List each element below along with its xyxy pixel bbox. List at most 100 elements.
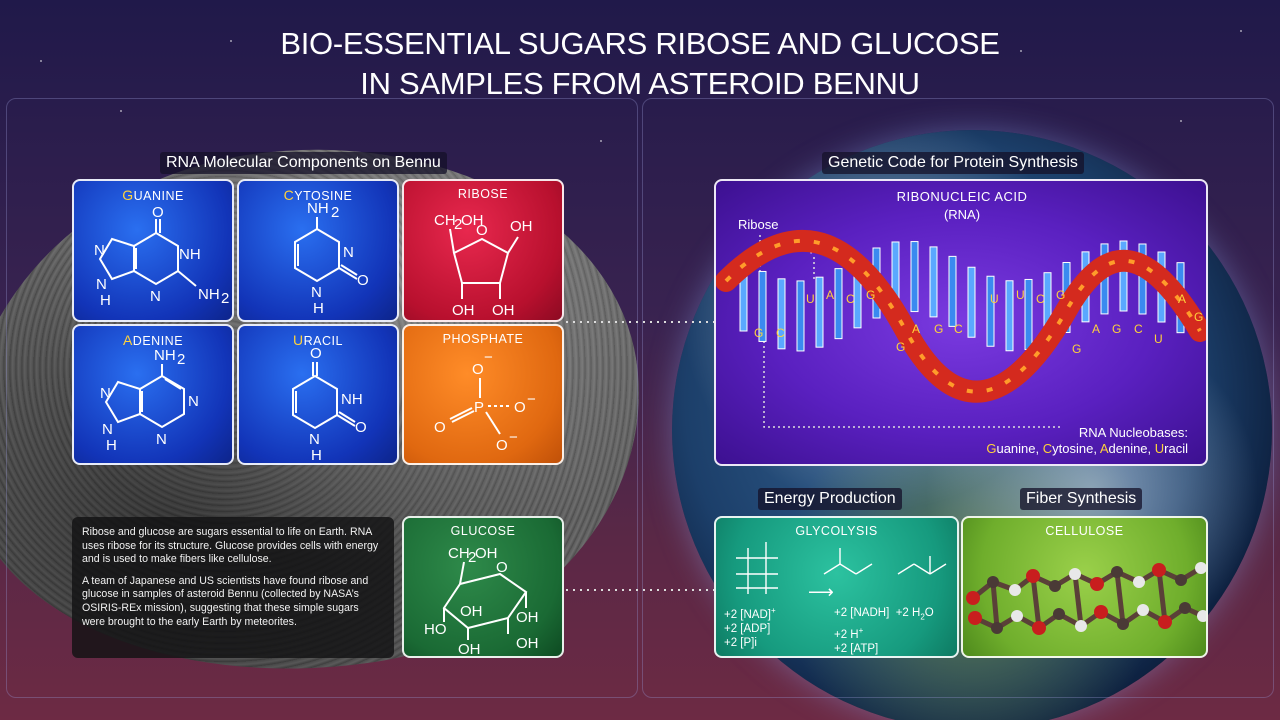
nucleobase-letter-top: A	[1178, 292, 1186, 306]
subscript-2: 2	[177, 351, 185, 368]
title-rest: denine	[132, 334, 184, 348]
nucleobase-letter-top: U	[806, 292, 815, 306]
title-rest: racil	[303, 334, 343, 348]
tile-phosphate: Phosphate O − P O O − O −	[402, 324, 564, 465]
title-initial: A	[122, 332, 133, 348]
cellulose-atom	[1075, 620, 1087, 632]
section-label-genetic-code: Genetic Code for Protein Synthesis	[822, 152, 1084, 174]
cellulose-atom	[1094, 605, 1108, 619]
superscript-plus: +	[858, 626, 864, 636]
nucleotide-bar	[758, 270, 767, 342]
atom-nh2: NH	[154, 347, 176, 364]
cellulose-atoms	[966, 562, 1206, 635]
tile-adenine: Adenine NH 2 N N N N H	[72, 324, 234, 465]
description-paragraph-1: Ribose and glucose are sugars essential …	[82, 526, 379, 566]
cellulose-atom	[1158, 615, 1172, 629]
nucleobase-letter-top: U	[1016, 288, 1025, 302]
atom-o: O	[496, 437, 508, 454]
atom-o: O	[496, 559, 508, 576]
atom-oh: OH	[516, 609, 539, 626]
charge-minus: −	[509, 429, 518, 446]
tile-title-cytosine: Cytosine	[239, 187, 397, 203]
subscript-2: 2	[331, 204, 339, 221]
tile-title-adenine: Adenine	[74, 332, 232, 348]
atom-o: O	[514, 399, 526, 416]
atom-o: O	[476, 222, 488, 239]
atom-o: O	[355, 419, 367, 436]
tile-glycolysis: Glycolysis ⟶ +2 [NAD]+ +2 [ADP] +2 [P]i …	[714, 516, 959, 658]
glycolysis-outputs: +2 [NADH] +2 H2O +2 H+ +2 [ATP]	[834, 606, 934, 656]
output-h: +2 H+	[834, 624, 934, 642]
input-pi: +2 [P]i	[724, 636, 757, 649]
nucleotide-bar	[910, 241, 919, 313]
nucleobase-letter-bottom: A	[1092, 322, 1100, 336]
nucleobase-letter-bottom: C	[1134, 322, 1143, 336]
tile-title-glycolysis: Glycolysis	[795, 524, 878, 538]
nucleobase-letter-bottom: G	[1112, 322, 1121, 336]
guanine-structure: O NH N N N H NH 2	[94, 204, 229, 309]
nucleotide-bar	[1005, 280, 1014, 352]
rna-title-line-2: (RNA)	[944, 207, 980, 222]
atom-n: N	[150, 288, 161, 305]
cellulose-atom	[1152, 563, 1166, 577]
tile-title-glucose: Glucose	[450, 524, 516, 538]
nucleobase-letter-bottom: G	[1194, 310, 1203, 324]
title-rest: ytosine	[294, 189, 353, 203]
nucleobase-letter-bottom: G	[754, 326, 763, 340]
atom-p: P	[474, 399, 484, 416]
atom-oh: OH	[452, 302, 475, 319]
cellulose-atom	[1111, 566, 1123, 578]
glycolysis-inputs: +2 [NAD]+ +2 [ADP] +2 [P]i	[724, 604, 776, 650]
right-frame	[642, 98, 1274, 698]
nucleotide-bar	[834, 268, 843, 340]
base-guanine: uanine,	[996, 441, 1042, 456]
atom-o: O	[434, 419, 446, 436]
cellulose-model	[966, 562, 1206, 635]
input-nad: +2 [NAD]+	[724, 604, 776, 622]
atom-n: N	[343, 244, 354, 261]
adenine-structure: NH 2 N N N N H	[100, 347, 199, 454]
nucleotide-bar	[986, 275, 995, 347]
base-cytosine: ytosine,	[1052, 441, 1100, 456]
title-rest: uanine	[133, 189, 184, 203]
tile-title-cellulose: Cellulose	[1045, 524, 1124, 538]
nucleobase-letter-top: U	[990, 292, 999, 306]
atom-n: N	[102, 421, 113, 438]
nucleobase-letter-top: G	[866, 288, 875, 302]
rna-title-line-1: Ribonucleic Acid	[897, 189, 1028, 204]
atom-nh2: NH	[198, 286, 220, 303]
cellulose-atom	[1175, 574, 1187, 586]
nucleobase-letter-top: G	[1056, 288, 1065, 302]
nucleobase-letter-bottom: A	[912, 322, 920, 336]
initial-a: A	[1100, 441, 1109, 456]
nucleobase-letter-top: C	[846, 292, 855, 306]
pointer-nucleobases	[763, 321, 1062, 428]
atom-n: N	[94, 242, 105, 259]
title-line-1: BIO-ESSENTIAL SUGARS RIBOSE AND GLUCOSE	[280, 26, 1000, 61]
star	[230, 40, 232, 42]
rna-helix-diagram: Ribonucleic Acid (RNA) Ribose Phosphate …	[716, 189, 1206, 456]
atom-o: O	[152, 204, 164, 221]
section-label-energy-production: Energy Production	[758, 488, 902, 510]
atom-h: H	[313, 300, 324, 317]
nucleobase-letter-bottom: U	[1154, 332, 1163, 346]
base-uracil: racil	[1164, 441, 1188, 456]
cellulose-atom	[1009, 584, 1021, 596]
nucleobase-letter-bottom: C	[776, 326, 785, 340]
cellulose-atom	[1117, 618, 1129, 630]
atom-oh: OH	[458, 641, 481, 658]
output-nadh: +2 [NADH] +2 H2O	[834, 606, 934, 624]
star	[120, 110, 122, 112]
output-water-o: O	[924, 607, 934, 619]
page-title: BIO-ESSENTIAL SUGARS RIBOSE AND GLUCOSE …	[0, 24, 1280, 104]
left-frame	[6, 98, 638, 698]
label-ribose: Ribose	[738, 217, 778, 232]
nucleobase-letter-top: C	[1036, 292, 1045, 306]
reaction-arrow: ⟶	[808, 582, 834, 603]
cellulose-atom	[1090, 577, 1104, 591]
cellulose-atom	[1195, 562, 1206, 574]
atom-h: H	[100, 292, 111, 309]
nucleotide-bar	[1119, 240, 1128, 312]
tile-title-uracil: Uracil	[239, 332, 397, 348]
atom-n: N	[156, 431, 167, 448]
